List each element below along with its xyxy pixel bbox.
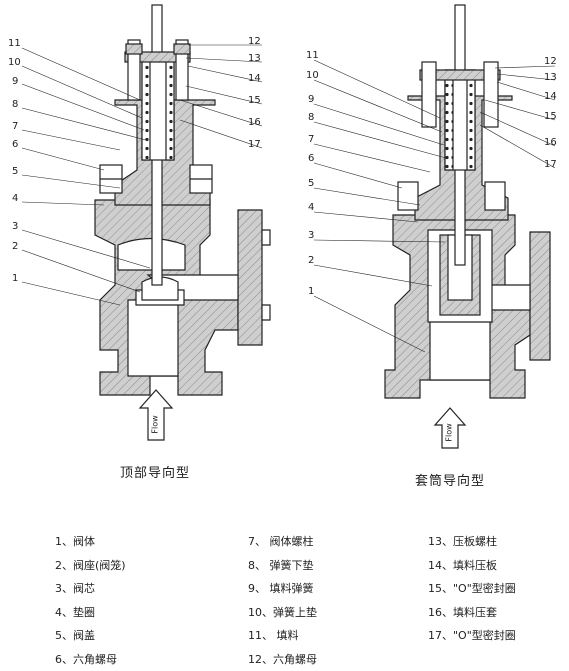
callout-11: 11: [306, 50, 319, 61]
callout-16: 16: [248, 117, 261, 128]
callout-5: 5: [12, 166, 18, 177]
legend-item: 13、压板螺柱: [428, 530, 516, 554]
callout-2: 2: [308, 255, 314, 266]
callout-15: 15: [248, 95, 261, 106]
outlet-flange: [530, 232, 550, 360]
legend-item: 11、 填料: [248, 624, 317, 648]
left-caption: 顶部导向型: [120, 462, 190, 481]
callout-10: 10: [306, 70, 319, 81]
cage-guided-valve-drawing: [385, 5, 550, 398]
callout-6: 6: [12, 139, 18, 150]
callout-3: 3: [12, 221, 18, 232]
legend-item: 2、阀座(阀笼): [55, 554, 126, 578]
legend-item: 8、 弹簧下垫: [248, 554, 317, 578]
callout-17: 17: [544, 159, 557, 170]
callout-7: 7: [308, 134, 314, 145]
callout-13: 13: [248, 53, 261, 64]
callout-6: 6: [308, 153, 314, 164]
legend-item: 5、阀盖: [55, 624, 126, 648]
callout-17: 17: [248, 139, 261, 150]
right-flow-label: Flow: [445, 423, 454, 441]
legend-item: 7、 阀体螺柱: [248, 530, 317, 554]
legend-item: 17、"O"型密封圈: [428, 624, 516, 648]
right-caption: 套筒导向型: [415, 470, 485, 489]
callout-4: 4: [308, 202, 314, 213]
outlet-flange: [238, 210, 262, 345]
top-guided-valve-drawing: [95, 5, 270, 395]
legend-item: 9、 填料弹簧: [248, 577, 317, 601]
legend-item: 12、六角螺母: [248, 648, 317, 671]
callout-4: 4: [12, 193, 18, 204]
legend-item: 1、阀体: [55, 530, 126, 554]
callout-5: 5: [308, 178, 314, 189]
legend-item: 10、弹簧上垫: [248, 601, 317, 625]
legend-item: 16、填料压套: [428, 601, 516, 625]
callout-14: 14: [544, 91, 557, 102]
callout-12: 12: [544, 56, 557, 67]
valve-drawings: [0, 0, 569, 520]
callout-13: 13: [544, 72, 557, 83]
callout-1: 1: [12, 273, 18, 284]
callout-12: 12: [248, 36, 261, 47]
legend-item: 6、六角螺母: [55, 648, 126, 671]
parts-legend: 1、阀体 2、阀座(阀笼) 3、阀芯 4、垫圈 5、阀盖 6、六角螺母 7、 阀…: [0, 530, 569, 650]
callout-11: 11: [8, 38, 21, 49]
callout-9: 9: [12, 76, 18, 87]
legend-item: 15、"O"型密封圈: [428, 577, 516, 601]
callout-3: 3: [308, 230, 314, 241]
callout-1: 1: [308, 286, 314, 297]
callout-8: 8: [308, 112, 314, 123]
legend-item: 4、垫圈: [55, 601, 126, 625]
callout-8: 8: [12, 99, 18, 110]
callout-7: 7: [12, 121, 18, 132]
left-flow-label: Flow: [151, 415, 160, 433]
legend-item: 3、阀芯: [55, 577, 126, 601]
callout-9: 9: [308, 94, 314, 105]
legend-item: 14、填料压板: [428, 554, 516, 578]
callout-10: 10: [8, 57, 21, 68]
legend-column-3: 13、压板螺柱 14、填料压板 15、"O"型密封圈 16、填料压套 17、"O…: [428, 530, 516, 648]
callout-15: 15: [544, 111, 557, 122]
callout-14: 14: [248, 73, 261, 84]
callout-16: 16: [544, 137, 557, 148]
callout-2: 2: [12, 241, 18, 252]
